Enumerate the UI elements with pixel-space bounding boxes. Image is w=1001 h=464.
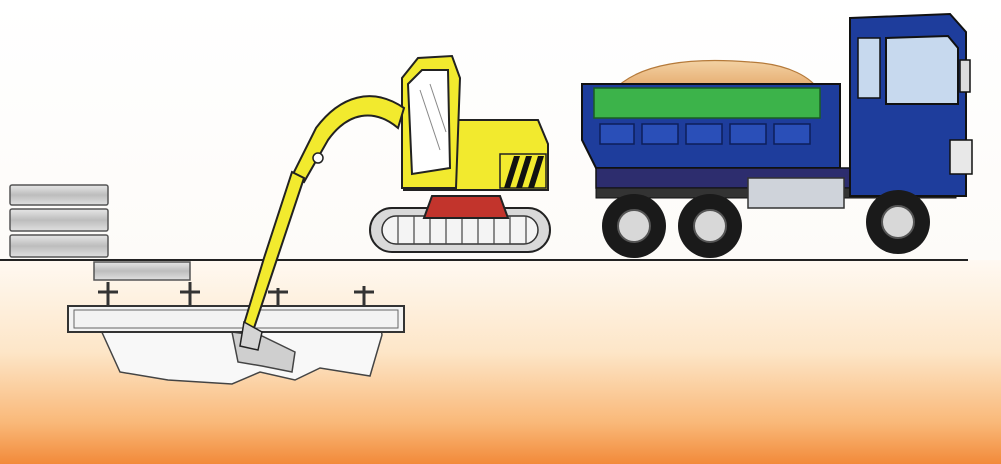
truck-window (886, 36, 958, 104)
excavator-window (408, 70, 450, 174)
steel-plate-stack-icon (10, 185, 108, 257)
fuel-tank (748, 178, 844, 208)
cover-plate (94, 262, 190, 280)
bed-cover (594, 88, 820, 118)
hazard-stripes (500, 154, 546, 188)
